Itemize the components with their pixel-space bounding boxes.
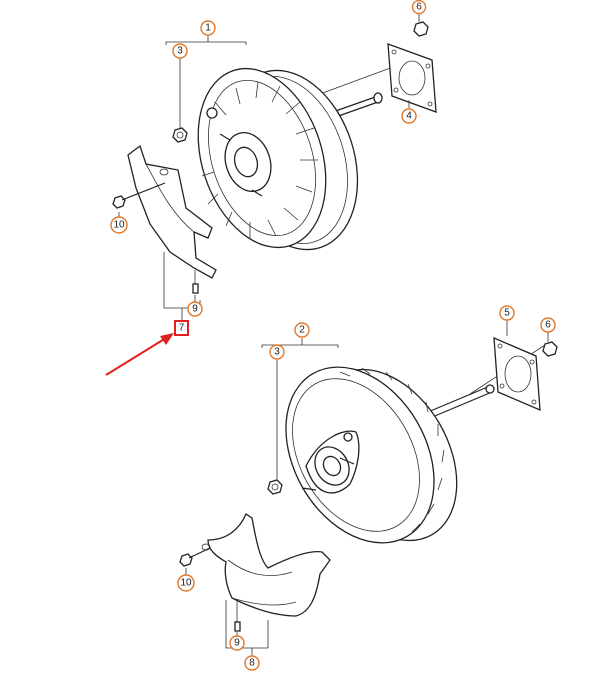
svg-text:4: 4	[406, 111, 412, 122]
lower-leaders	[185, 320, 549, 655]
callout-2: 2	[294, 322, 310, 338]
svg-text:3: 3	[274, 347, 280, 358]
svg-text:2: 2	[299, 325, 305, 336]
callout-8: 8	[244, 655, 260, 671]
upper-nut-6	[413, 21, 429, 37]
svg-text:9: 9	[234, 638, 240, 649]
callout-5: 5	[499, 305, 515, 321]
callout-10-lower: 10	[177, 574, 195, 592]
svg-text:6: 6	[545, 320, 551, 331]
callout-6-lower: 6	[540, 317, 556, 333]
svg-text:10: 10	[113, 220, 125, 231]
upper-gasket-4	[387, 43, 437, 113]
svg-text:6: 6	[416, 2, 422, 13]
callout-6-upper: 6	[411, 0, 427, 15]
callout-4: 4	[401, 108, 417, 124]
svg-text:9: 9	[192, 304, 198, 315]
callout-7-highlighted: 7	[174, 320, 189, 336]
callout-10-upper: 10	[110, 216, 128, 234]
callout-1: 1	[200, 20, 216, 36]
svg-text:10: 10	[180, 578, 192, 589]
callout-3-lower: 3	[269, 344, 285, 360]
lower-gasket-5	[493, 336, 541, 412]
highlight-arrow	[105, 333, 174, 376]
upper-booster-body	[197, 67, 359, 251]
svg-text:5: 5	[504, 308, 510, 319]
callout-9-upper: 9	[187, 301, 203, 317]
svg-text:3: 3	[177, 46, 183, 57]
svg-text:1: 1	[205, 23, 211, 34]
upper-nut-3	[172, 127, 188, 143]
lower-bolt-10	[179, 547, 211, 567]
lower-booster-assembly	[179, 336, 558, 632]
upper-heat-shield-7	[127, 144, 217, 279]
lower-heat-shield-8	[201, 513, 331, 617]
lower-screw-9	[234, 600, 241, 632]
callout-3-upper: 3	[172, 43, 188, 59]
callout-9-lower: 9	[229, 635, 245, 651]
lower-nut-3	[267, 479, 283, 495]
lower-nut-6	[542, 341, 558, 357]
svg-text:8: 8	[249, 658, 255, 669]
upper-screw-9	[192, 270, 199, 294]
upper-booster-assembly	[112, 21, 437, 294]
upper-bolt-10	[112, 182, 166, 209]
lower-booster-body	[285, 366, 458, 544]
svg-text:7: 7	[179, 323, 185, 334]
